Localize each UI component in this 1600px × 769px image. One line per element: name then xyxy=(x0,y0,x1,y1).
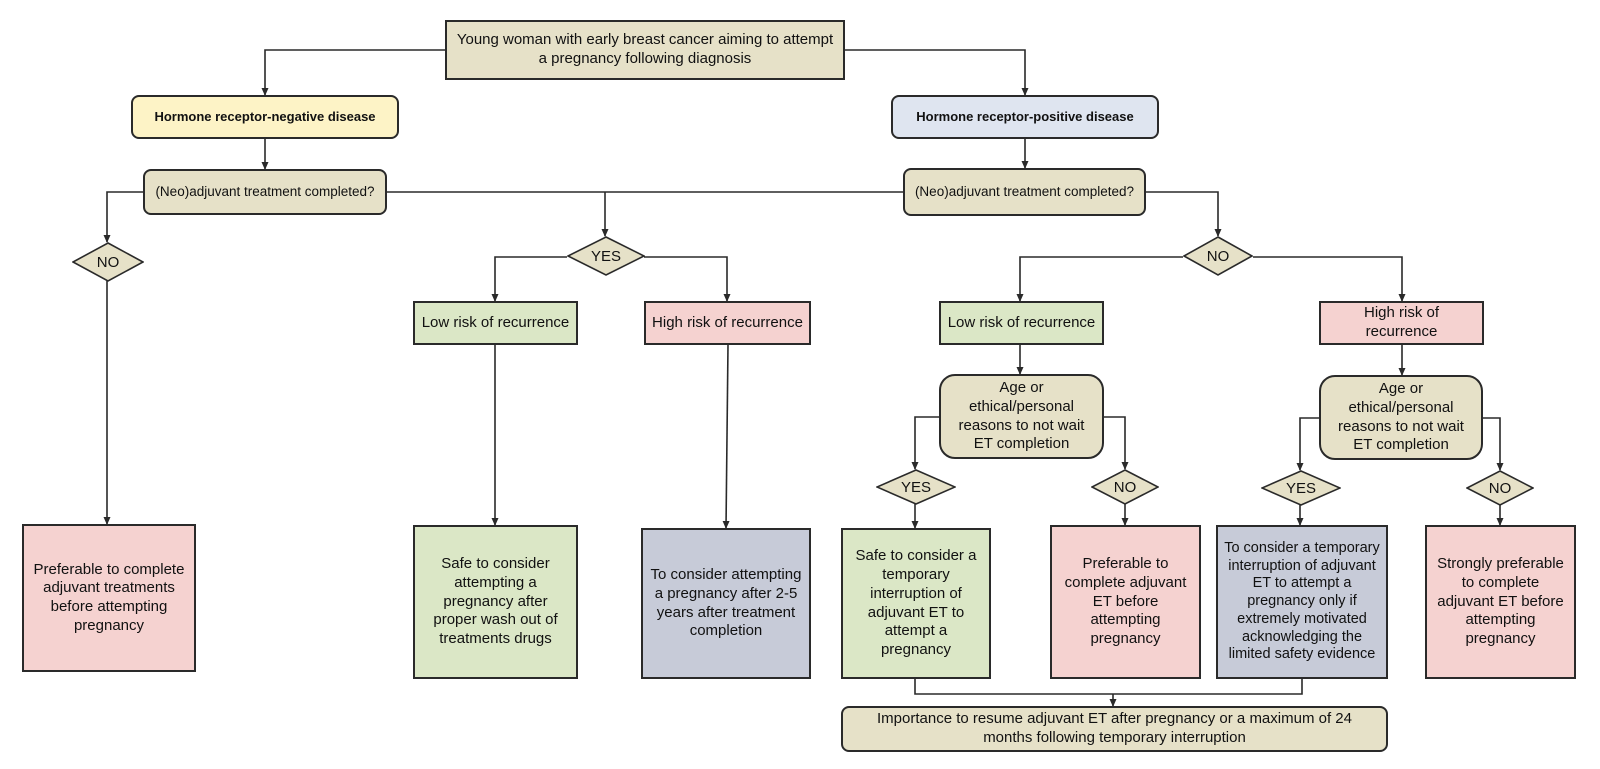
diamond-shape xyxy=(1183,236,1253,276)
hr-negative-high-risk: High risk of recurrence xyxy=(644,301,811,345)
hr-negative-yes-diamond: YES xyxy=(567,236,645,276)
hr-negative-node: Hormone receptor-negative disease xyxy=(131,95,399,139)
diamond-shape xyxy=(1091,469,1159,505)
hr-negative-question: (Neo)adjuvant treatment completed? xyxy=(143,169,387,215)
hr-positive-low-risk-question: Age or ethical/personal reasons to not w… xyxy=(939,374,1104,459)
high-risk-no-outcome: Strongly preferable to complete adjuvant… xyxy=(1425,525,1576,679)
low-risk-yes-outcome: Safe to consider a temporary interruptio… xyxy=(841,528,991,679)
hr-positive-node: Hormone receptor-positive disease xyxy=(891,95,1159,139)
diamond-label: YES xyxy=(590,247,621,265)
high-risk-no-diamond: NO xyxy=(1466,470,1534,506)
hr-negative-low-risk-outcome: Safe to consider attempting a pregnancy … xyxy=(413,525,578,679)
hr-positive-high-risk: High risk of recurrence xyxy=(1319,301,1484,345)
diamond-label: NO xyxy=(1488,479,1512,497)
hr-positive-no-diamond: NO xyxy=(1183,236,1253,276)
hr-negative-no-outcome: Preferable to complete adjuvant treatmen… xyxy=(22,524,196,672)
diamond-label: NO xyxy=(1206,247,1230,265)
diamond-label: YES xyxy=(900,478,931,496)
high-risk-yes-diamond: YES xyxy=(1261,470,1341,506)
high-risk-yes-outcome: To consider a temporary interruption of … xyxy=(1216,525,1388,679)
hr-negative-no-diamond: NO xyxy=(72,242,144,282)
hr-positive-low-risk: Low risk of recurrence xyxy=(939,301,1104,345)
hr-negative-low-risk: Low risk of recurrence xyxy=(413,301,578,345)
diamond-shape xyxy=(876,469,956,505)
diamond-shape xyxy=(72,242,144,282)
hr-positive-high-risk-question: Age or ethical/personal reasons to not w… xyxy=(1319,375,1483,460)
hr-negative-high-risk-outcome: To consider attempting a pregnancy after… xyxy=(641,528,811,679)
low-risk-no-outcome: Preferable to complete adjuvant ET befor… xyxy=(1050,525,1201,679)
low-risk-no-diamond: NO xyxy=(1091,469,1159,505)
diamond-label: NO xyxy=(1113,478,1137,496)
low-risk-yes-diamond: YES xyxy=(876,469,956,505)
diamond-label: YES xyxy=(1285,479,1316,497)
diamond-shape xyxy=(567,236,645,276)
resume-note: Importance to resume adjuvant ET after p… xyxy=(841,706,1388,752)
diamond-shape xyxy=(1466,470,1534,506)
root-node: Young woman with early breast cancer aim… xyxy=(445,20,845,80)
diamond-shape xyxy=(1261,470,1341,506)
hr-positive-question: (Neo)adjuvant treatment completed? xyxy=(903,168,1146,216)
diamond-label: NO xyxy=(96,253,120,271)
